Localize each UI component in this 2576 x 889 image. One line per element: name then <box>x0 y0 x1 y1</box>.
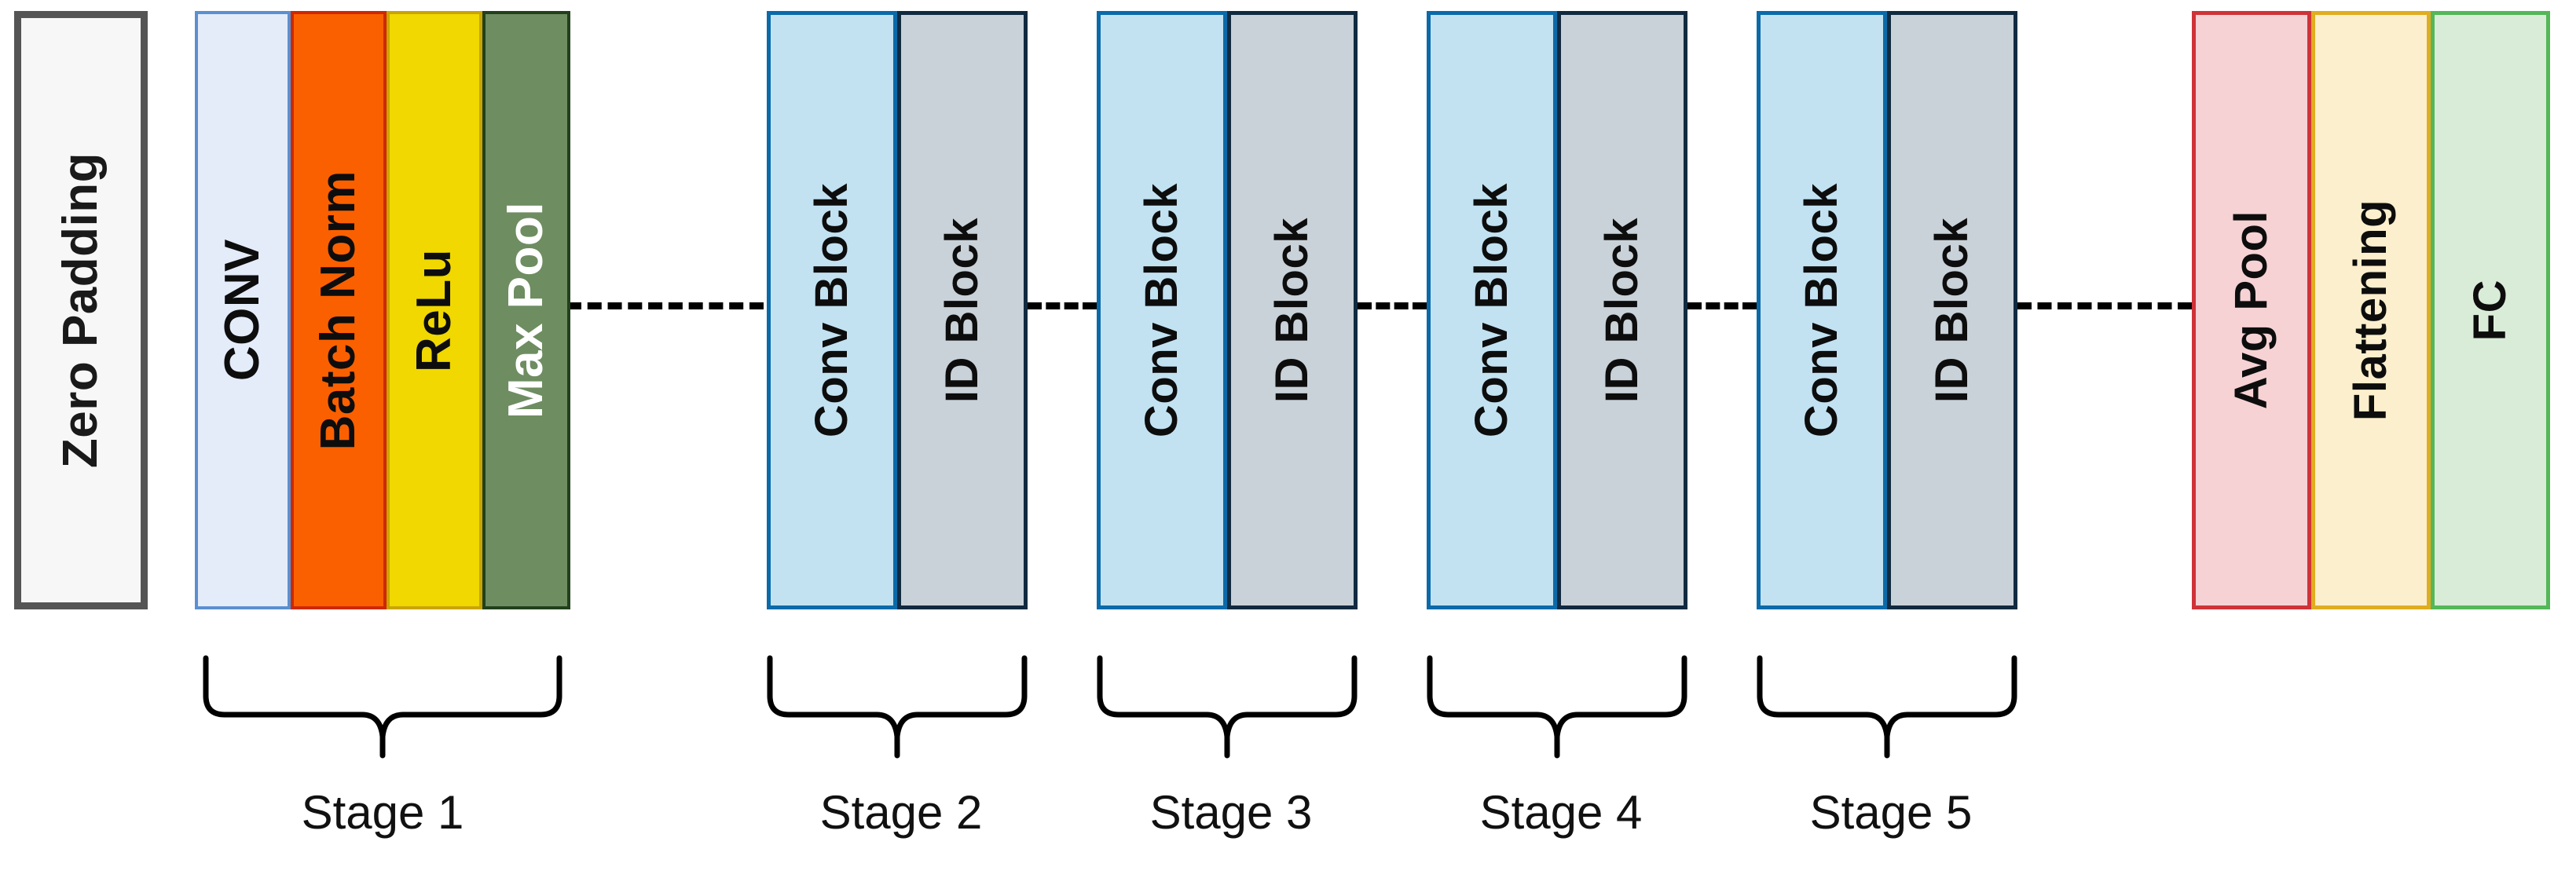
stage-2-id-block-label: ID Block <box>936 217 988 404</box>
relu-label: ReLu <box>407 248 461 372</box>
stage-4-id-block[interactable]: ID Block <box>1557 11 1687 609</box>
stage-3-id-block-label: ID Block <box>1266 217 1317 404</box>
flattening-label: Flattening <box>2345 199 2396 422</box>
stage-3-id-block[interactable]: ID Block <box>1227 11 1358 609</box>
stage-2-label: Stage 2 <box>819 786 983 839</box>
stage-3-label: Stage 3 <box>1149 786 1313 839</box>
conv-label: CONV <box>215 239 269 382</box>
stage-4-conv-block-label: Conv Block <box>1466 182 1517 438</box>
zero-padding-label: Zero Padding <box>53 152 108 469</box>
stage-5-conv-block-label: Conv Block <box>1796 182 1847 438</box>
stage-3-brace <box>1095 655 1359 759</box>
batch-norm-label: Batch Norm <box>311 170 365 451</box>
max-pool-block[interactable]: Max Pool <box>482 11 570 609</box>
stage-4-conv-block[interactable]: Conv Block <box>1427 11 1557 609</box>
conv-block[interactable]: CONV <box>195 11 291 609</box>
connector-stage4-stage5 <box>1687 302 1757 309</box>
stage-3-conv-block[interactable]: Conv Block <box>1097 11 1227 609</box>
stage-5-brace <box>1755 655 2019 759</box>
stage-5-id-block-label: ID Block <box>1926 217 1977 404</box>
stage-4-id-block-label: ID Block <box>1596 217 1647 404</box>
stage-1-label: Stage 1 <box>301 786 464 839</box>
stage-5-id-block[interactable]: ID Block <box>1887 11 2017 609</box>
fc-label: FC <box>2464 279 2516 342</box>
stage-1-brace <box>201 655 564 759</box>
connector-stage5-avgpool <box>2017 302 2192 309</box>
stage-2-id-block[interactable]: ID Block <box>897 11 1028 609</box>
stage-2-brace <box>765 655 1029 759</box>
connector-stage2-stage3 <box>1028 302 1097 309</box>
stage-4-brace <box>1425 655 1689 759</box>
zero-padding-block[interactable]: Zero Padding <box>14 11 148 609</box>
stage-4-label: Stage 4 <box>1479 786 1643 839</box>
max-pool-label: Max Pool <box>499 201 553 419</box>
avg-pool-block[interactable]: Avg Pool <box>2192 11 2311 609</box>
batch-norm-block[interactable]: Batch Norm <box>291 11 387 609</box>
fc-block[interactable]: FC <box>2431 11 2550 609</box>
stage-3-conv-block-label: Conv Block <box>1136 182 1187 438</box>
stage-2-conv-block[interactable]: Conv Block <box>767 11 897 609</box>
connector-stage3-stage4 <box>1358 302 1427 309</box>
relu-block[interactable]: ReLu <box>387 11 482 609</box>
connector-stage1-stage2 <box>567 302 764 309</box>
stage-5-conv-block[interactable]: Conv Block <box>1757 11 1887 609</box>
avg-pool-label: Avg Pool <box>2226 210 2277 410</box>
stage-2-conv-block-label: Conv Block <box>806 182 857 438</box>
stage-5-label: Stage 5 <box>1809 786 1973 839</box>
flattening-block[interactable]: Flattening <box>2311 11 2431 609</box>
